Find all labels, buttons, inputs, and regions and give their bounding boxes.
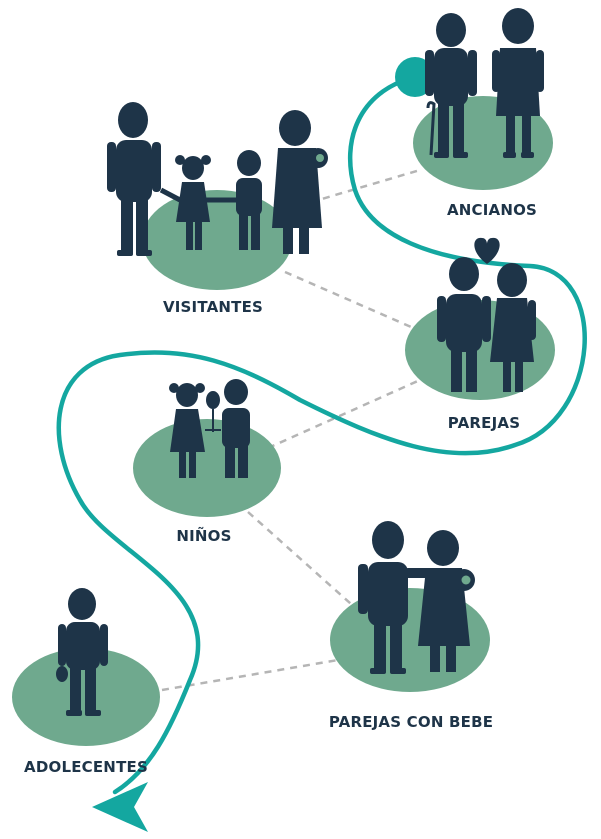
label-ancianos: ANCIANOS — [446, 201, 538, 219]
label-parejas-con-bebe: PAREJAS CON BEBE — [328, 713, 494, 731]
teen-icon — [56, 588, 108, 716]
journey-path — [56, 75, 587, 795]
label-ninos: NIÑOS — [176, 527, 232, 545]
balloon-icon — [206, 391, 220, 409]
connector-visitantes-parejas — [284, 270, 419, 332]
elderly-couple-icon — [425, 8, 544, 158]
kids-icon — [169, 379, 250, 478]
connector-adolecentes-parejas-con-bebe — [161, 658, 339, 692]
label-visitantes: VISITANTES — [162, 298, 264, 316]
connectors — [161, 168, 421, 692]
connector-ninos-parejas-con-bebe — [247, 511, 361, 613]
ball-icon — [56, 666, 68, 682]
disc-ninos — [133, 419, 281, 517]
heart-icon — [474, 237, 500, 264]
connector-ninos-parejas — [267, 378, 421, 450]
label-adolecentes: ADOLECENTES — [24, 758, 148, 776]
label-parejas: PAREJAS — [447, 414, 521, 432]
family-icon — [107, 102, 328, 256]
couple-icon — [437, 237, 536, 392]
couple-with-baby-icon — [358, 521, 475, 674]
connector-visitantes-ancianos — [297, 168, 421, 208]
disc-visitantes — [142, 190, 292, 290]
path-arrowhead-icon — [92, 782, 148, 832]
